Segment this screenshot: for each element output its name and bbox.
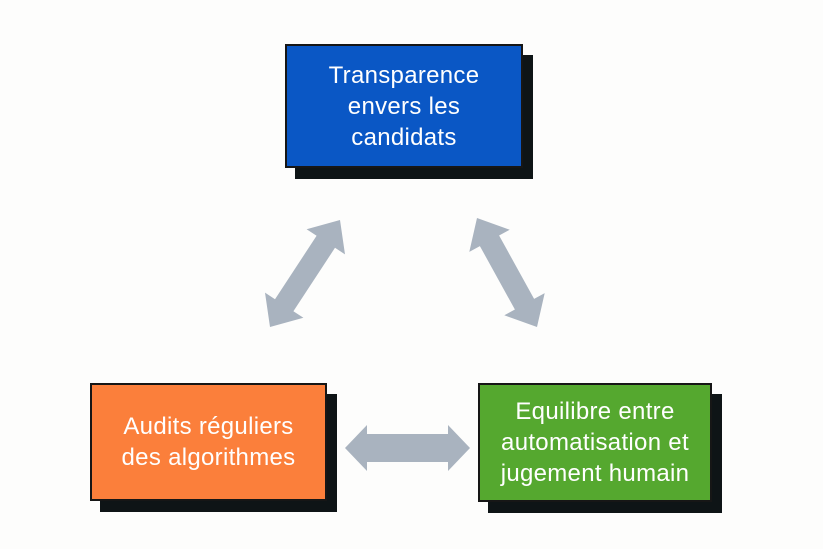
double-arrow-icon-transparence-equilibre bbox=[469, 218, 545, 327]
node-audits-algorithmes: Audits réguliers des algorithmes bbox=[90, 383, 327, 501]
double-arrow-icon-transparence-audits bbox=[265, 220, 345, 327]
node-transparence-candidats: Transparence envers les candidats bbox=[285, 44, 523, 168]
node-equilibre-automatisation: Equilibre entre automatisation et jugeme… bbox=[478, 383, 712, 502]
node-transparence-candidats-label: Transparence envers les candidats bbox=[328, 61, 480, 151]
double-arrow-icon-audits-equilibre bbox=[345, 425, 470, 471]
node-equilibre-automatisation-label: Equilibre entre automatisation et jugeme… bbox=[500, 398, 690, 487]
node-audits-algorithmes-label: Audits réguliers des algorithmes bbox=[121, 413, 296, 471]
